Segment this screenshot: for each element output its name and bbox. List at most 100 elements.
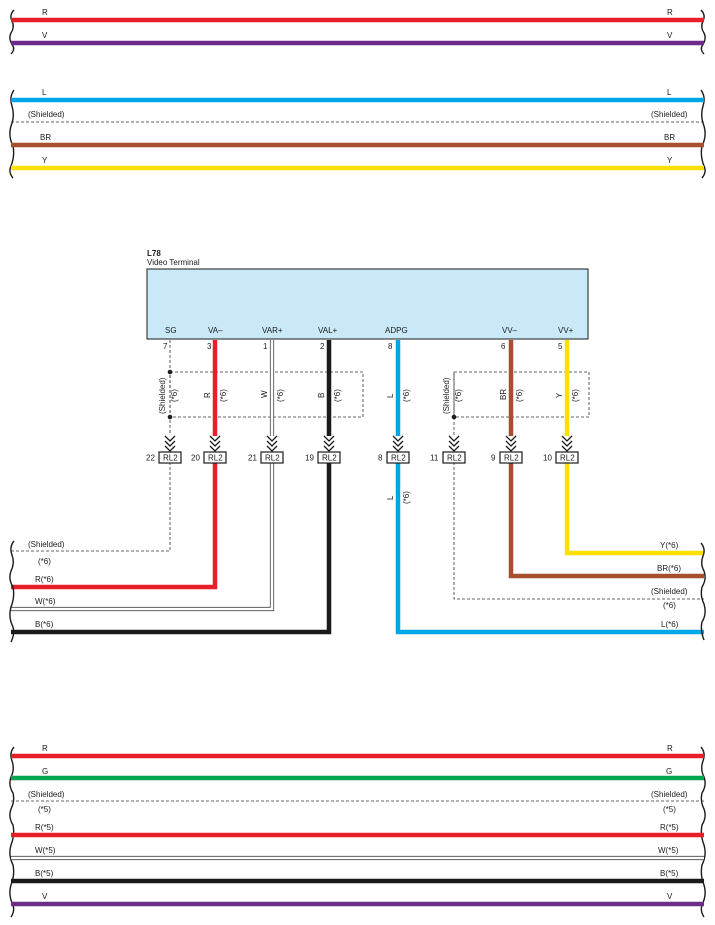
wire-label-vertical: (*6) xyxy=(170,389,179,402)
bottom-harness: R R G G (Shielded) (Shielded) (*5) (*5) … xyxy=(9,744,706,918)
wire-label-left: G xyxy=(42,767,48,776)
component-id: L78 xyxy=(147,249,161,258)
pin-number: 8 xyxy=(388,342,393,351)
wire-label-vertical: (*6) xyxy=(219,389,228,402)
connector-name: RL2 xyxy=(504,454,519,463)
pin-number: 6 xyxy=(501,342,506,351)
connector-name: RL2 xyxy=(391,454,406,463)
pin-number: 5 xyxy=(558,342,563,351)
connector-pin: 10 xyxy=(543,454,552,463)
wire-route-shielded-right xyxy=(453,372,704,600)
connector-name: RL2 xyxy=(560,454,575,463)
pin-label: VA– xyxy=(208,326,223,335)
wire-label-right: (Shielded) xyxy=(651,110,688,119)
wire-label-left: (Shielded) xyxy=(28,110,65,119)
wire-label-vertical: B xyxy=(317,393,326,398)
wire-label-right: L(*6) xyxy=(661,620,679,629)
left-break-mark xyxy=(9,746,15,918)
pin-number: 2 xyxy=(320,342,325,351)
wire-label-right: (Shielded) xyxy=(651,587,688,596)
wire-label-vertical: (Shielded) xyxy=(442,377,451,414)
pin-label: ADPG xyxy=(385,326,408,335)
connector-pin: 8 xyxy=(378,454,383,463)
wire-route-r xyxy=(11,340,218,590)
connector-boxes: RL2 22 RL2 20 RL2 21 RL2 19 RL2 8 RL2 11… xyxy=(146,451,579,464)
left-break-mark xyxy=(9,540,15,643)
connector-box xyxy=(499,451,523,464)
wire-label-right: (Shielded) xyxy=(651,790,688,799)
connector-arrows xyxy=(164,435,573,452)
left-break-mark xyxy=(9,9,15,55)
wire-label-left: Y xyxy=(42,156,48,165)
connector-box xyxy=(203,451,227,464)
wire-label-right: B(*5) xyxy=(660,869,679,878)
wire-label-left: V xyxy=(42,31,48,40)
wire-route-sg-shielded xyxy=(11,340,171,552)
pin-number: 1 xyxy=(263,342,268,351)
wire-label-vertical: R xyxy=(203,392,212,398)
component-name: Video Terminal xyxy=(147,258,200,267)
top-harness-group-2: L L (Shielded) (Shielded) BR BR Y Y xyxy=(9,88,706,179)
wire-label-vertical: (*6) xyxy=(402,389,411,402)
wire-label-right: BR(*6) xyxy=(657,564,681,573)
wire-route-l xyxy=(395,340,704,635)
wire-label-vertical: W xyxy=(260,390,269,398)
wire-label-left: R xyxy=(42,744,48,753)
connector-pin: 21 xyxy=(248,454,257,463)
wire-label-right: Y(*6) xyxy=(660,541,679,550)
connector-arrow-icon xyxy=(323,435,335,452)
wire-route-w xyxy=(11,340,275,612)
wire-label-vertical: BR xyxy=(499,389,508,400)
pin-label: VV+ xyxy=(558,326,574,335)
connector-arrow-icon xyxy=(164,435,176,452)
wire-label-vertical: (*6) xyxy=(276,389,285,402)
connector-pin: 20 xyxy=(191,454,200,463)
wire-label-right: R xyxy=(667,8,673,17)
mid-harness-right: Y(*6) BR(*6) (Shielded) (*6) L(*6) xyxy=(651,541,706,641)
vertical-wire-labels: (Shielded) (*6) R (*6) W (*6) B (*6) L (… xyxy=(158,377,580,504)
pin-number: 7 xyxy=(163,342,168,351)
wire-label-left: V xyxy=(42,892,48,901)
wire-label-vertical: (*6) xyxy=(454,389,463,402)
wire-label-sub: (*6) xyxy=(38,557,51,566)
wire-label-left: B(*6) xyxy=(35,620,54,629)
connector-box xyxy=(260,451,284,464)
pin-label: SG xyxy=(165,326,177,335)
wire-label-left: W(*6) xyxy=(35,597,56,606)
pin-label: VAR+ xyxy=(262,326,283,335)
connector-arrow-icon xyxy=(505,435,517,452)
right-break-mark xyxy=(700,9,706,55)
connector-box xyxy=(386,451,410,464)
shield-box-left xyxy=(169,371,364,418)
mid-harness-left: (Shielded) (*6) R(*6) W(*6) B(*6) xyxy=(9,540,65,643)
wire-label-right: V xyxy=(667,31,673,40)
pin-label: VV– xyxy=(502,326,518,335)
wire-label-vertical: L xyxy=(386,393,395,398)
wire-label-sub: (*6) xyxy=(663,601,676,610)
wire-label-left: R xyxy=(42,8,48,17)
wire-label-right: BR xyxy=(664,133,675,142)
wire-label-right: W(*5) xyxy=(658,846,679,855)
connector-box xyxy=(555,451,579,464)
wire-label-right: V xyxy=(667,892,673,901)
wire-label-vertical: (*6) xyxy=(571,389,580,402)
wire-label-right: L xyxy=(667,88,672,97)
component-box xyxy=(146,268,589,340)
right-break-mark xyxy=(700,89,706,179)
wire-label-right: Y xyxy=(667,156,673,165)
connector-name: RL2 xyxy=(163,454,178,463)
connector-arrow-icon xyxy=(209,435,221,452)
connector-name: RL2 xyxy=(265,454,280,463)
wire-label-right: G xyxy=(666,767,672,776)
connector-pin: 19 xyxy=(305,454,314,463)
wire-label-left: W(*5) xyxy=(35,846,56,855)
left-break-mark xyxy=(9,89,15,179)
wire-label-right: R xyxy=(667,744,673,753)
wire-label-sub: (*5) xyxy=(663,805,676,814)
wire-label-vertical: (*6) xyxy=(333,389,342,402)
connector-name: RL2 xyxy=(322,454,337,463)
connector-name: RL2 xyxy=(447,454,462,463)
wire-label-sub: (*5) xyxy=(38,805,51,814)
wire-label-vertical: (*6) xyxy=(515,389,524,402)
